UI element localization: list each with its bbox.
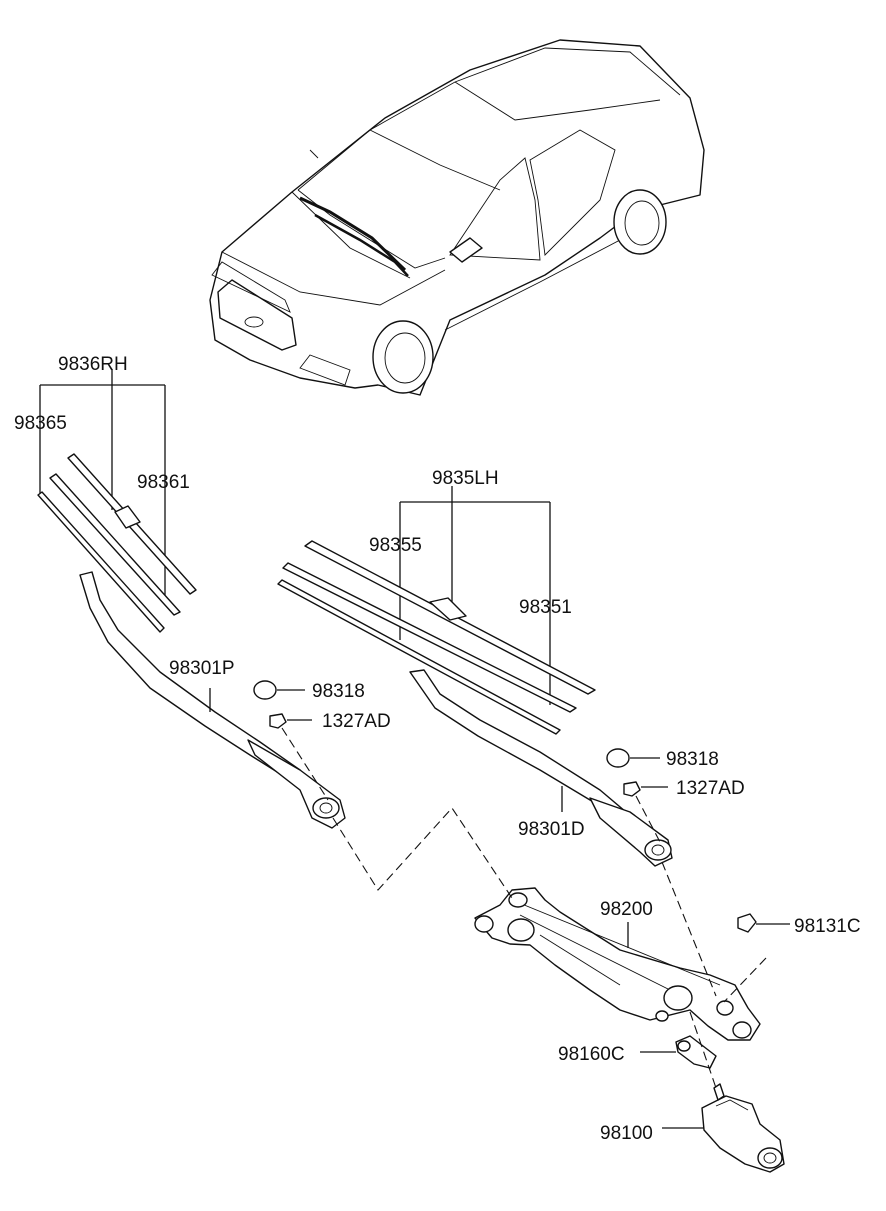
bracket-98160c: [640, 1035, 717, 1069]
lh-blade-group: [277, 486, 596, 735]
label-98301d: 98301D: [518, 819, 585, 840]
label-9835lh: 9835LH: [432, 468, 499, 489]
lh-cap-nut: [606, 748, 668, 843]
label-98200: 98200: [600, 899, 653, 920]
label-98301p: 98301P: [169, 658, 235, 679]
wiper-linkage: [474, 887, 761, 1041]
connection-lines: [332, 807, 717, 1089]
car-illustration: [209, 39, 705, 396]
label-98131c: 98131C: [794, 916, 861, 937]
label-98100: 98100: [600, 1123, 653, 1144]
bolt-98131c: [723, 913, 790, 1003]
label-98365: 98365: [14, 413, 67, 434]
label-1327ad-lh: 1327AD: [676, 778, 745, 799]
label-98351: 98351: [519, 597, 572, 618]
label-9836rh: 9836RH: [58, 354, 128, 375]
label-98361: 98361: [137, 472, 190, 493]
rh-cap-nut: [253, 680, 329, 801]
lh-wiper-arm: [409, 669, 673, 867]
label-98318-lh: 98318: [666, 749, 719, 770]
rh-blade-group: [37, 370, 197, 633]
wiper-motor: [662, 1083, 785, 1173]
label-1327ad-rh: 1327AD: [322, 711, 391, 732]
label-98318-rh: 98318: [312, 681, 365, 702]
label-98160c: 98160C: [558, 1044, 625, 1065]
rh-wiper-arm: [79, 571, 346, 829]
label-98355: 98355: [369, 535, 422, 556]
